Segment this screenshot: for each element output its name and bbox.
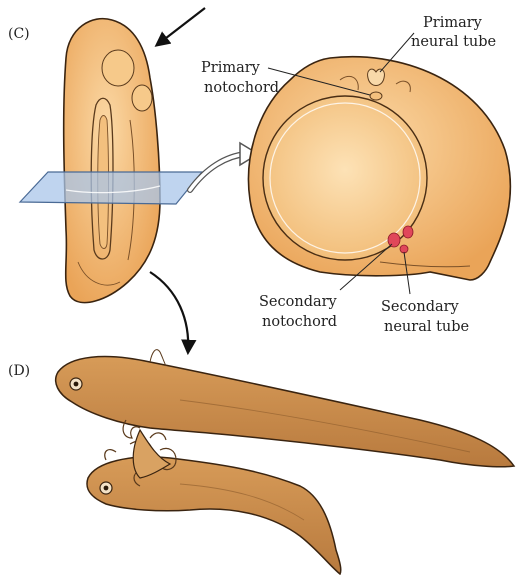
primary-neural-tube [368, 69, 385, 85]
panel-d-label: (D) [8, 363, 30, 379]
upper-larva-body [56, 357, 514, 467]
secondary-notochord [388, 233, 400, 247]
secondary-neural-tube-left [403, 226, 413, 238]
primary-neural-tube-label-2: neural tube [411, 34, 496, 50]
secondary-neural-tube-label-2: neural tube [384, 319, 469, 335]
lower-larva-body [87, 457, 341, 574]
secondary-neural-tube-right [400, 245, 408, 253]
upper-larva-pupil [74, 382, 79, 387]
c-to-d-arrow [150, 272, 188, 352]
top-pointer-arrow [157, 8, 205, 45]
primary-neural-tube-label-1: Primary [423, 15, 483, 31]
primary-notochord-label-1: Primary [201, 60, 261, 76]
secondary-notochord-label-2: notochord [262, 314, 337, 330]
head-bulge [132, 85, 152, 111]
section-plane [20, 172, 202, 204]
head-vesicle [102, 50, 134, 86]
embryo-cross-section [249, 57, 511, 280]
panel-c-label: (C) [8, 26, 30, 42]
lower-larva-pupil [104, 486, 109, 491]
yolk-mass [263, 96, 427, 260]
secondary-neural-tube-label-1: Secondary [381, 299, 460, 315]
secondary-notochord-label-1: Secondary [259, 294, 338, 310]
double-axis-embryo [64, 19, 160, 303]
conjoined-larvae [56, 350, 514, 574]
primary-notochord-label-2: notochord [204, 80, 279, 96]
primary-notochord [370, 92, 382, 100]
